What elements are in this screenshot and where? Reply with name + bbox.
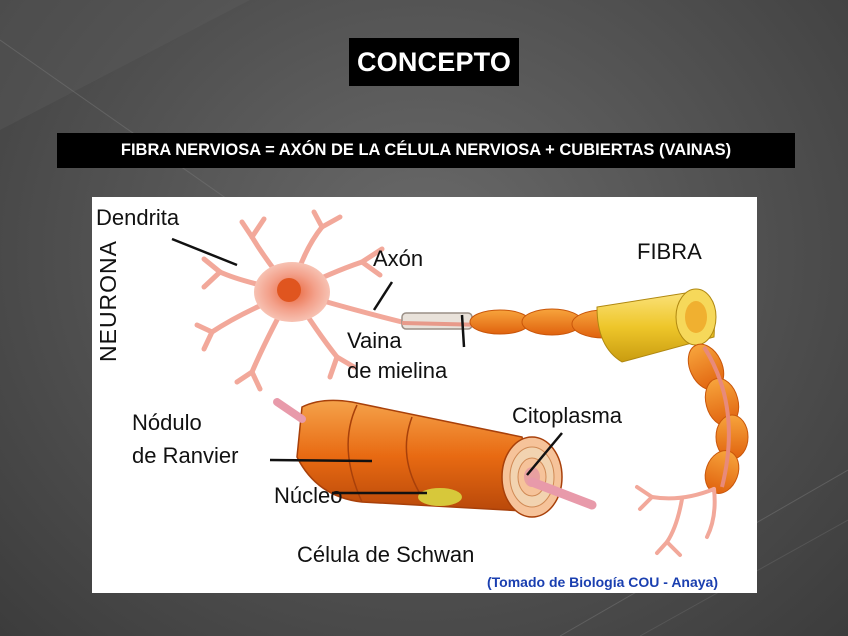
label-celula-de-schwan: Célula de Schwan [297,544,474,566]
label-axon: Axón [373,248,423,270]
label-de-ranvier: de Ranvier [132,445,238,467]
axon-entry [277,402,302,419]
schwann-nucleus [418,488,462,506]
nerve-fiber-diagram: Dendrita NEURONA Axón FIBRA Vaina de mie… [92,197,757,593]
label-fibra: FIBRA [637,241,702,263]
neuron-nucleus [277,278,301,302]
label-nodulo: Nódulo [132,412,202,434]
label-citoplasma: Citoplasma [512,405,622,427]
label-vaina: Vaina [347,330,402,352]
label-neurona: NEURONA [95,240,122,362]
source-credit: (Tomado de Biología COU - Anaya) [487,574,718,590]
axon-terminal [637,487,715,555]
label-nucleo: Núcleo [274,485,342,507]
definition-banner: FIBRA NERVIOSA = AXÓN DE LA CÉLULA NERVI… [57,133,795,168]
label-dendrita: Dendrita [96,207,179,229]
axon [327,302,402,322]
slide-title: CONCEPTO [349,38,519,86]
label-de-mielina: de mielina [347,360,447,382]
